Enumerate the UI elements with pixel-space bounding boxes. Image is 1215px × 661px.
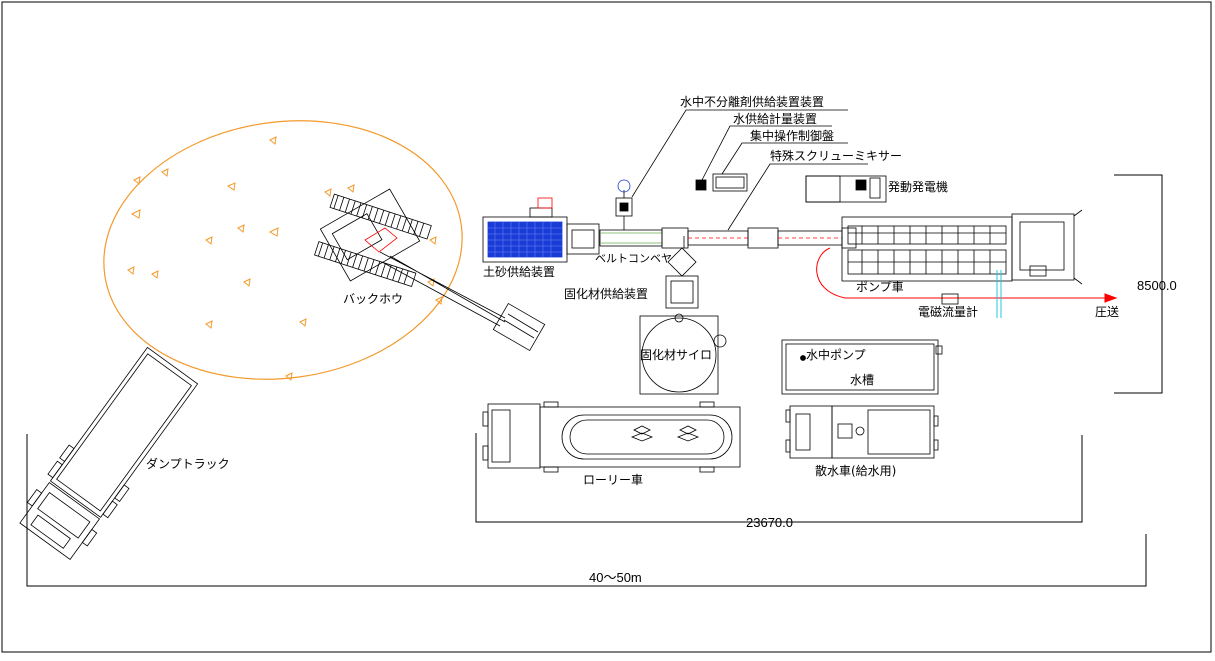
pump-truck	[841, 209, 1083, 285]
binder-silo	[639, 313, 727, 395]
belt-conveyor	[599, 227, 857, 249]
backhoe-swing-area	[103, 120, 463, 381]
height-dimension	[1114, 174, 1163, 394]
control-panel	[695, 173, 748, 192]
soil-feeder	[482, 197, 600, 263]
backhoe-label: バックホウ	[343, 292, 403, 306]
generator-label: 発動発電機	[888, 179, 948, 194]
plant-width-dimension	[475, 433, 1083, 523]
binder-feeder-label: 固化材供給装置	[564, 287, 648, 301]
flowmeter-label: 電磁流量計	[918, 304, 978, 319]
site-length-dimension-label: 40～50m	[589, 570, 642, 585]
binder-feeder	[665, 247, 699, 309]
lorry-truck	[482, 401, 741, 473]
height-dimension-label: 8500.0	[1137, 278, 1177, 293]
water-meter-device	[615, 179, 633, 230]
screw-mixer-label: 特殊スクリューミキサー	[770, 148, 902, 163]
water-tank-label: 水槽	[850, 373, 874, 387]
dump-truck	[19, 346, 199, 560]
submersible-pump-label: 水中ポンプ	[806, 347, 866, 362]
soil-feeder-label: 土砂供給装置	[483, 265, 555, 279]
site-length-dimension	[26, 434, 1147, 587]
water-tank	[781, 339, 943, 395]
water-pipe	[996, 270, 1002, 318]
control-panel-label: 集中操作制御盤	[750, 128, 834, 143]
admixture-feeder-label: 水中不分離剤供給装置装置	[680, 94, 824, 109]
backhoe	[314, 188, 546, 352]
lorry-label: ローリー車	[583, 473, 643, 487]
pump-truck-label: ポンプ車	[856, 280, 904, 294]
delivery-pipe	[816, 247, 1118, 303]
belt-conveyor-label: ベルトコンベヤ	[595, 252, 672, 265]
binder-silo-label: 固化材サイロ	[640, 348, 712, 362]
electromagnetic-flowmeter	[941, 293, 959, 305]
water-truck-label: 散水車(給水用)	[815, 463, 896, 478]
generator	[805, 175, 887, 203]
plant-width-dimension-label: 23670.0	[746, 515, 793, 530]
pumping-label: 圧送	[1095, 304, 1119, 319]
water-truck	[785, 405, 939, 459]
dump-truck-label: ダンプトラック	[146, 456, 230, 471]
leader-lines	[631, 109, 868, 248]
water-meter-label: 水供給計量装置	[733, 111, 817, 126]
